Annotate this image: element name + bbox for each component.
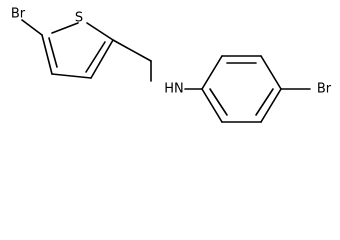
bromine-thiophene-label: Br — [11, 7, 26, 22]
bond-c5-br — [21, 19, 43, 36]
bromine-phenyl-label: Br — [317, 82, 332, 97]
benzene-ring — [201, 55, 282, 123]
bond-s-c2 — [86, 22, 114, 41]
chemical-structure-diagram: Br S HN Br — [11, 7, 332, 123]
thiophene-ring — [41, 22, 114, 79]
sulfur-label: S — [75, 11, 83, 26]
bond-b1-b2 — [201, 55, 223, 90]
bond-b6-b1 — [201, 88, 223, 123]
bond-c4-c5 — [41, 34, 53, 75]
amine-label: HN — [164, 82, 184, 97]
bond-c3-c4 — [51, 73, 92, 79]
bond-b4-b5-inner — [255, 88, 274, 116]
bond-b6-b1-inner — [209, 88, 228, 116]
bond-b3-b4 — [260, 55, 282, 90]
bond-c2-c3-inner — [85, 41, 106, 73]
bond-c5-s — [51, 22, 79, 34]
bond-c2-c3 — [90, 39, 114, 79]
bond-c4-c5-inner — [48, 37, 58, 68]
bond-c2-ch2 — [112, 39, 152, 62]
bond-b4-b5 — [260, 88, 282, 123]
